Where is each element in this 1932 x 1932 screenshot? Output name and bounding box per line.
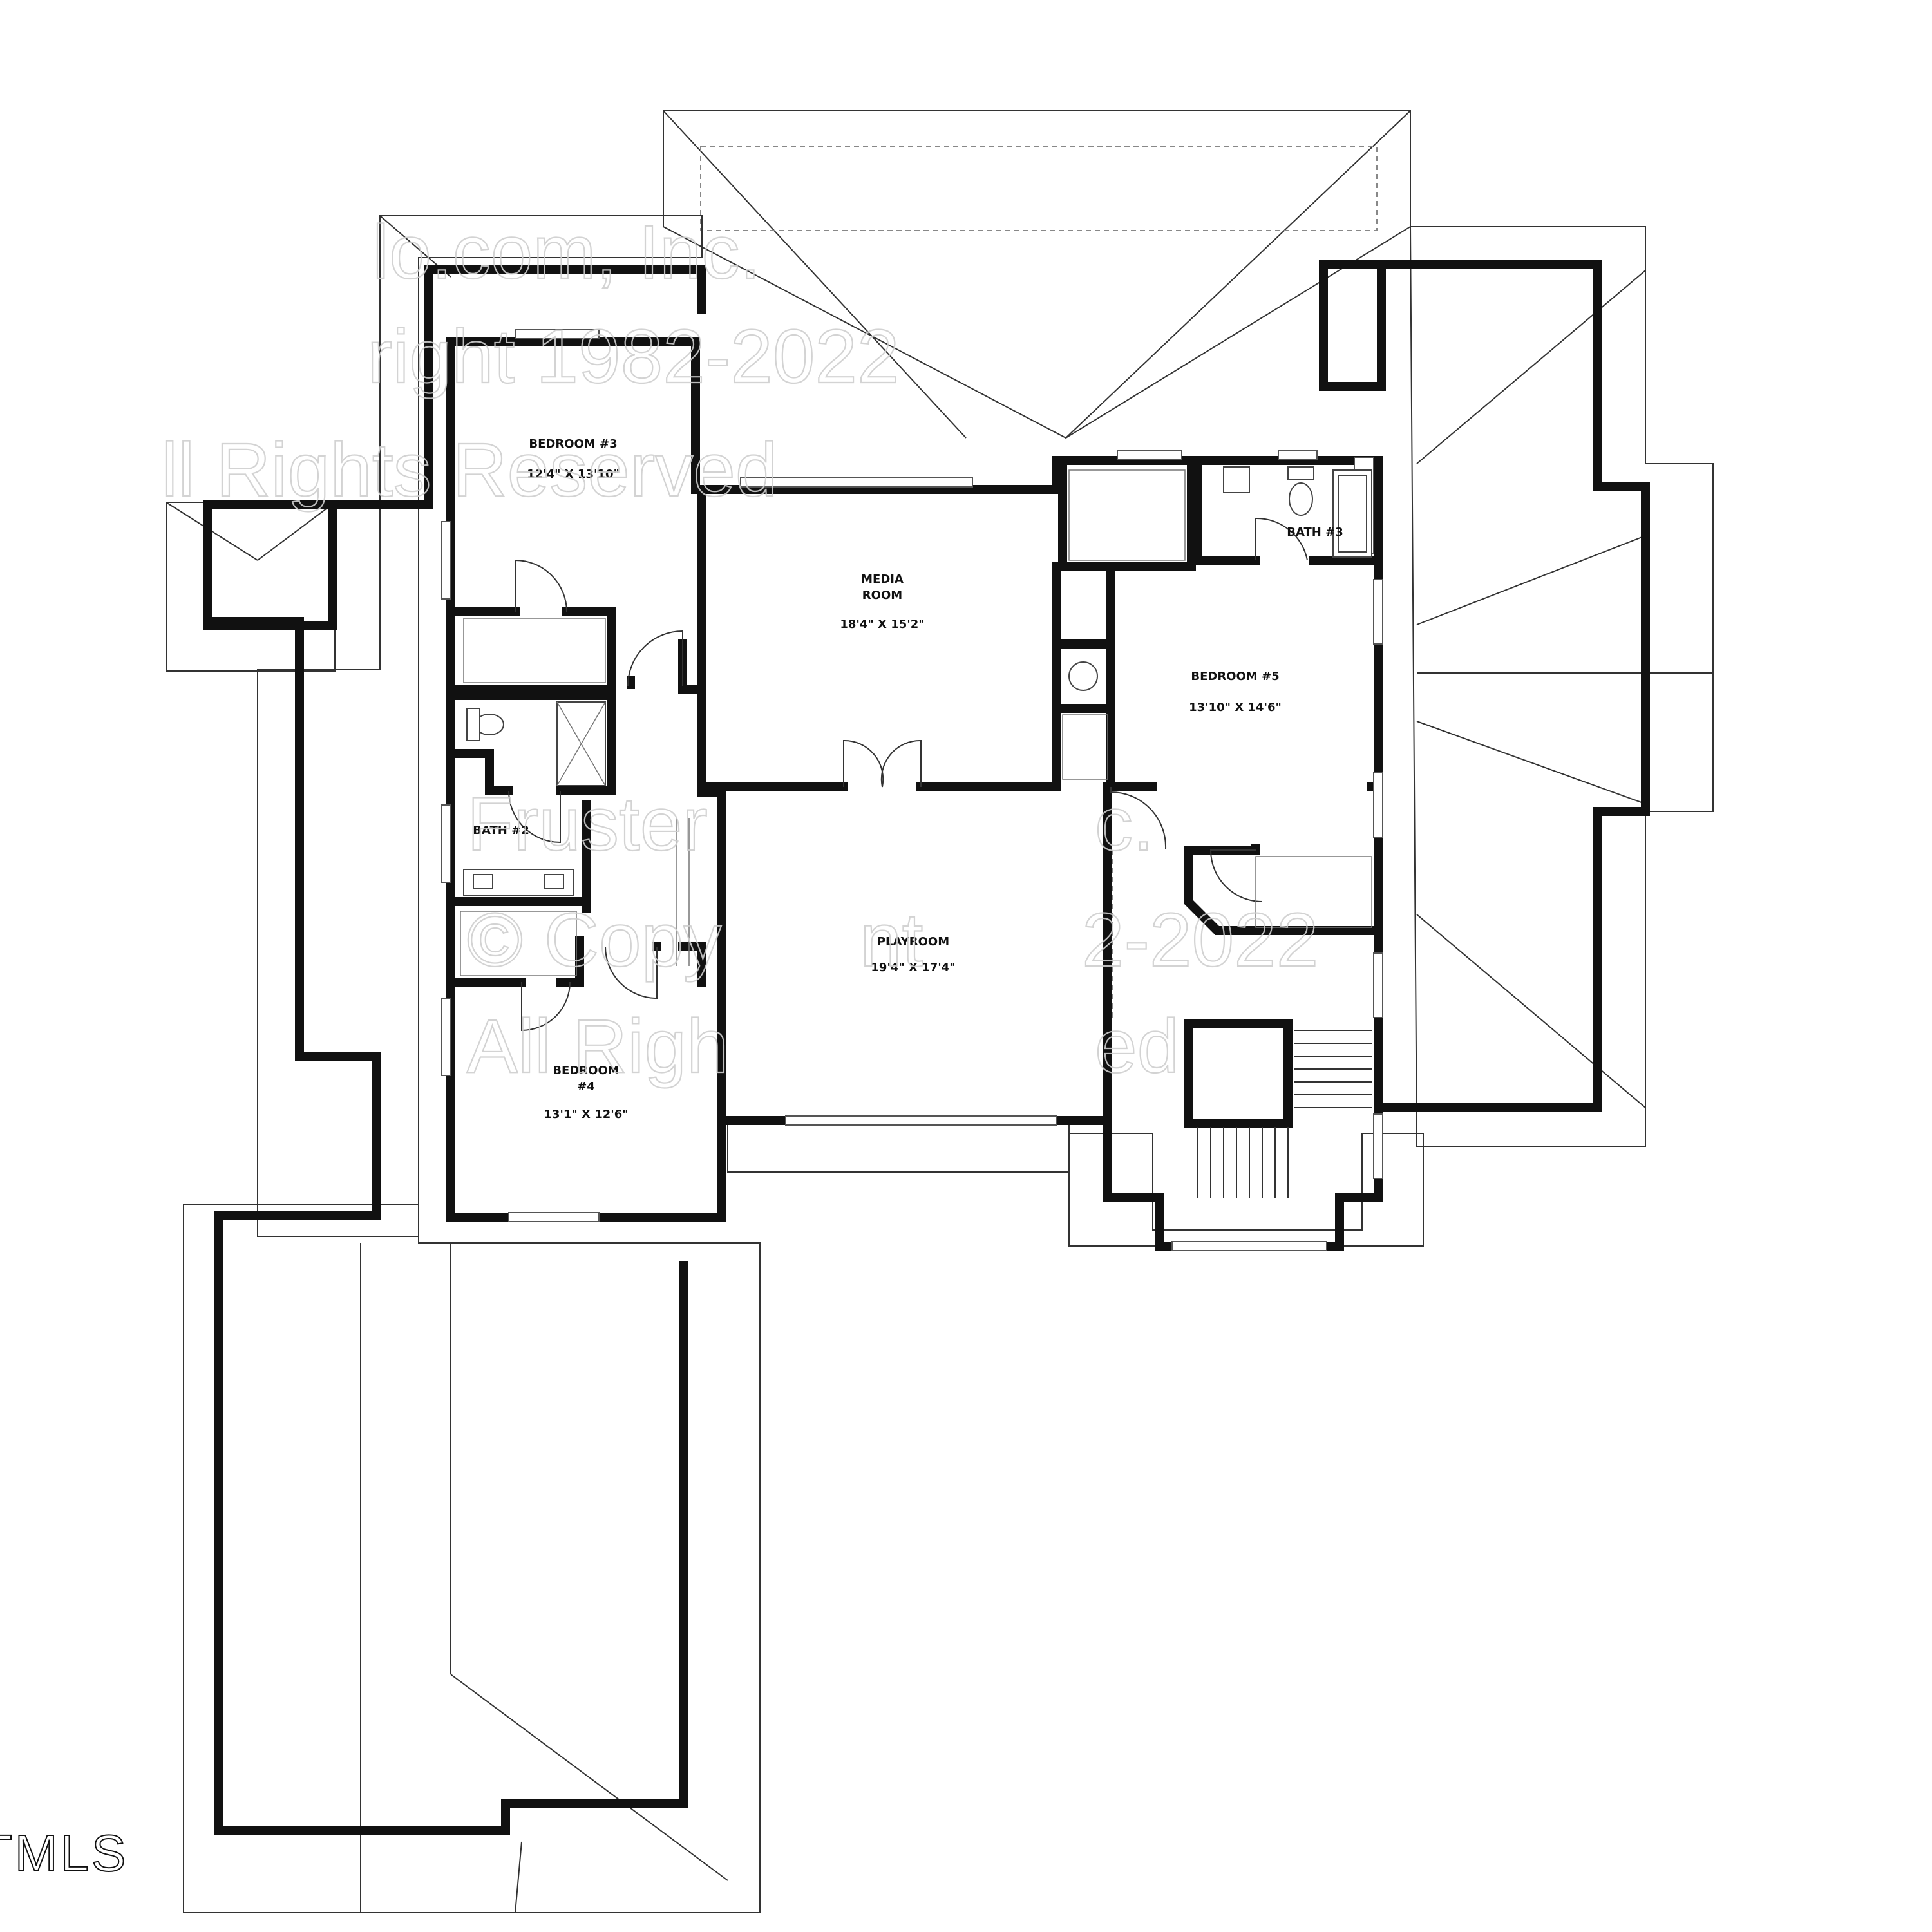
watermark-line7: nt bbox=[860, 898, 923, 983]
bedroom4-dims: 13'1" X 12'6" bbox=[544, 1108, 628, 1121]
watermark-line2: right 1982-2022 bbox=[367, 314, 900, 399]
doors bbox=[508, 517, 1308, 1032]
bedroom3-dims: 12'4" X 13'10" bbox=[527, 468, 620, 481]
playroom-dims: 19'4" X 17'4" bbox=[871, 961, 955, 974]
watermark-line4: Fruster bbox=[467, 782, 708, 867]
watermark: lo.com, Inc. right 1982-2022 ll Rights R… bbox=[160, 209, 1320, 1090]
watermark-line9: All Righ bbox=[467, 1004, 729, 1089]
playroom-name: PLAYROOM bbox=[877, 935, 949, 949]
watermark-line1: lo.com, Inc. bbox=[372, 210, 761, 295]
stair-treads bbox=[1197, 1030, 1372, 1198]
bath3-name: BATH #3 bbox=[1287, 526, 1343, 539]
bedroom5-name: BEDROOM #5 bbox=[1191, 670, 1279, 683]
room-labels: BEDROOM #3 12'4" X 13'10" MEDIA ROOM 18'… bbox=[473, 437, 1343, 1121]
bedroom4-name-line2: #4 bbox=[577, 1080, 595, 1094]
mls-badge: TMLS bbox=[0, 1824, 128, 1882]
media-room-dims: 18'4" X 15'2" bbox=[840, 618, 924, 631]
bath2-name: BATH #2 bbox=[473, 824, 529, 837]
fixtures bbox=[460, 466, 1372, 1198]
media-room-name-line2: ROOM bbox=[862, 589, 902, 602]
media-room-name-line1: MEDIA bbox=[861, 573, 904, 586]
watermark-line5: c. bbox=[1095, 782, 1154, 867]
watermark-line8: 2-2022 bbox=[1082, 898, 1318, 983]
bedroom5-dims: 13'10" X 14'6" bbox=[1189, 701, 1282, 714]
watermark-line10: ed bbox=[1095, 1004, 1179, 1089]
bedroom4-name-line1: BEDROOM bbox=[553, 1064, 619, 1077]
watermark-line3: ll Rights Reserved bbox=[161, 428, 777, 513]
bedroom3-name: BEDROOM #3 bbox=[529, 437, 617, 451]
watermark-line6: © Copy bbox=[467, 898, 721, 983]
